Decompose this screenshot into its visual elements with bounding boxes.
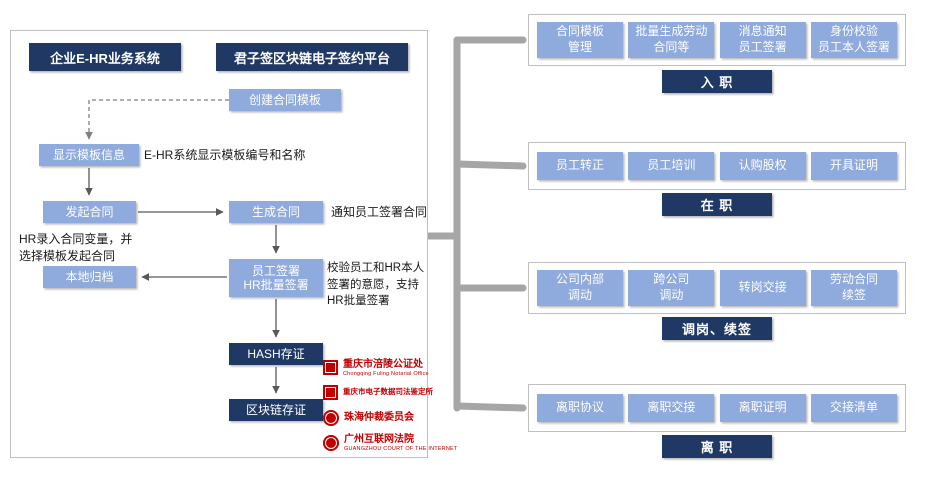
node-generate-contract: 生成合同 xyxy=(229,201,323,223)
stage-item: 转岗交接 xyxy=(719,270,806,306)
node-local-archive: 本地归档 xyxy=(43,266,136,288)
logo-name: 重庆市涪陵公证处 xyxy=(343,359,423,370)
stage-item: 批量生成劳动 合同等 xyxy=(628,22,715,58)
stage-group-resignation: 离职协议 离职交接 离职证明 交接清单 xyxy=(528,384,906,432)
logo-row-court: 广州互联网法院 GUANGZHOU COURT OF THE INTERNET xyxy=(323,434,457,452)
stage-group-onboarding: 合同模板 管理 批量生成劳动 合同等 消息通知 员工签署 身份校验 员工本人签署 xyxy=(528,14,906,66)
node-create-template: 创建合同模板 xyxy=(229,89,341,111)
note-display-template: E-HR系统显示模板编号和名称 xyxy=(144,148,306,162)
stage-item: 交接清单 xyxy=(810,394,897,422)
logo-subtitle: GUANGZHOU COURT OF THE INTERNET xyxy=(344,445,458,452)
stage-label-employed: 在 职 xyxy=(662,193,772,216)
stage-item: 身份校验 员工本人签署 xyxy=(810,22,897,58)
node-hash-deposit: HASH存证 xyxy=(229,343,323,365)
stage-label-transfer-renewal: 调岗、续签 xyxy=(662,317,772,340)
notary-seal-icon xyxy=(323,360,338,376)
node-initiate-contract: 发起合同 xyxy=(43,201,136,223)
node-display-template: 显示模板信息 xyxy=(39,144,139,166)
logo-name: 重庆市电子数据司法鉴定所 xyxy=(343,387,433,397)
logo-name: 广州互联网法院 xyxy=(344,434,414,445)
logo-row-arbitration: 珠海仲裁委员会 xyxy=(323,410,427,426)
dashed-arrow-create-to-display xyxy=(85,99,229,140)
stage-label-onboarding: 入 职 xyxy=(662,70,772,93)
logo-name: 珠海仲裁委员会 xyxy=(344,412,414,424)
logo-subtitle: Chongqing Fuling Notarial Office xyxy=(343,370,429,377)
stage-group-employed: 员工转正 员工培训 认购股权 开具证明 xyxy=(528,142,906,190)
appraisal-seal-icon xyxy=(323,385,338,400)
stage-item: 劳动合同 续签 xyxy=(810,270,897,306)
platform-header: 君子签区块链电子签约平台 xyxy=(216,43,408,71)
arbitration-emblem-icon xyxy=(323,410,339,426)
stage-item: 员工转正 xyxy=(537,152,623,180)
stage-label-resignation: 离 职 xyxy=(662,435,772,458)
node-sign-contract: 员工签署 HR批量签署 xyxy=(229,259,323,297)
ehr-system-header: 企业E-HR业务系统 xyxy=(29,43,181,71)
process-panel: 企业E-HR业务系统 君子签区块链电子签约平台 创建合同模板 显示模板信息 E-… xyxy=(10,30,457,458)
stage-item: 跨公司 调动 xyxy=(628,270,715,306)
stage-item: 公司内部 调动 xyxy=(537,270,623,306)
stage-item: 认购股权 xyxy=(719,152,806,180)
stage-group-transfer-renewal: 公司内部 调动 跨公司 调动 转岗交接 劳动合同 续签 xyxy=(528,262,906,314)
note-generate-contract: 通知员工签署合同 xyxy=(331,205,428,219)
stage-item: 消息通知 员工签署 xyxy=(719,22,806,58)
stage-item: 离职交接 xyxy=(628,394,715,422)
logo-row-appraisal: 重庆市电子数据司法鉴定所 xyxy=(323,385,433,400)
court-emblem-icon xyxy=(323,434,339,451)
stage-item: 开具证明 xyxy=(810,152,897,180)
stage-item: 合同模板 管理 xyxy=(537,22,623,58)
note-initiate-contract: HR录入合同变量，并 选择模板发起合同 xyxy=(19,232,133,264)
stage-item: 离职证明 xyxy=(719,394,806,422)
stage-item: 离职协议 xyxy=(537,394,623,422)
logo-row-notary: 重庆市涪陵公证处 Chongqing Fuling Notarial Offic… xyxy=(323,359,429,377)
node-blockchain-deposit: 区块链存证 xyxy=(229,399,323,421)
note-sign-contract: 校验员工和HR本人 签署的意愿，支持 HR批量签署 xyxy=(327,262,425,308)
stage-item: 员工培训 xyxy=(628,152,715,180)
